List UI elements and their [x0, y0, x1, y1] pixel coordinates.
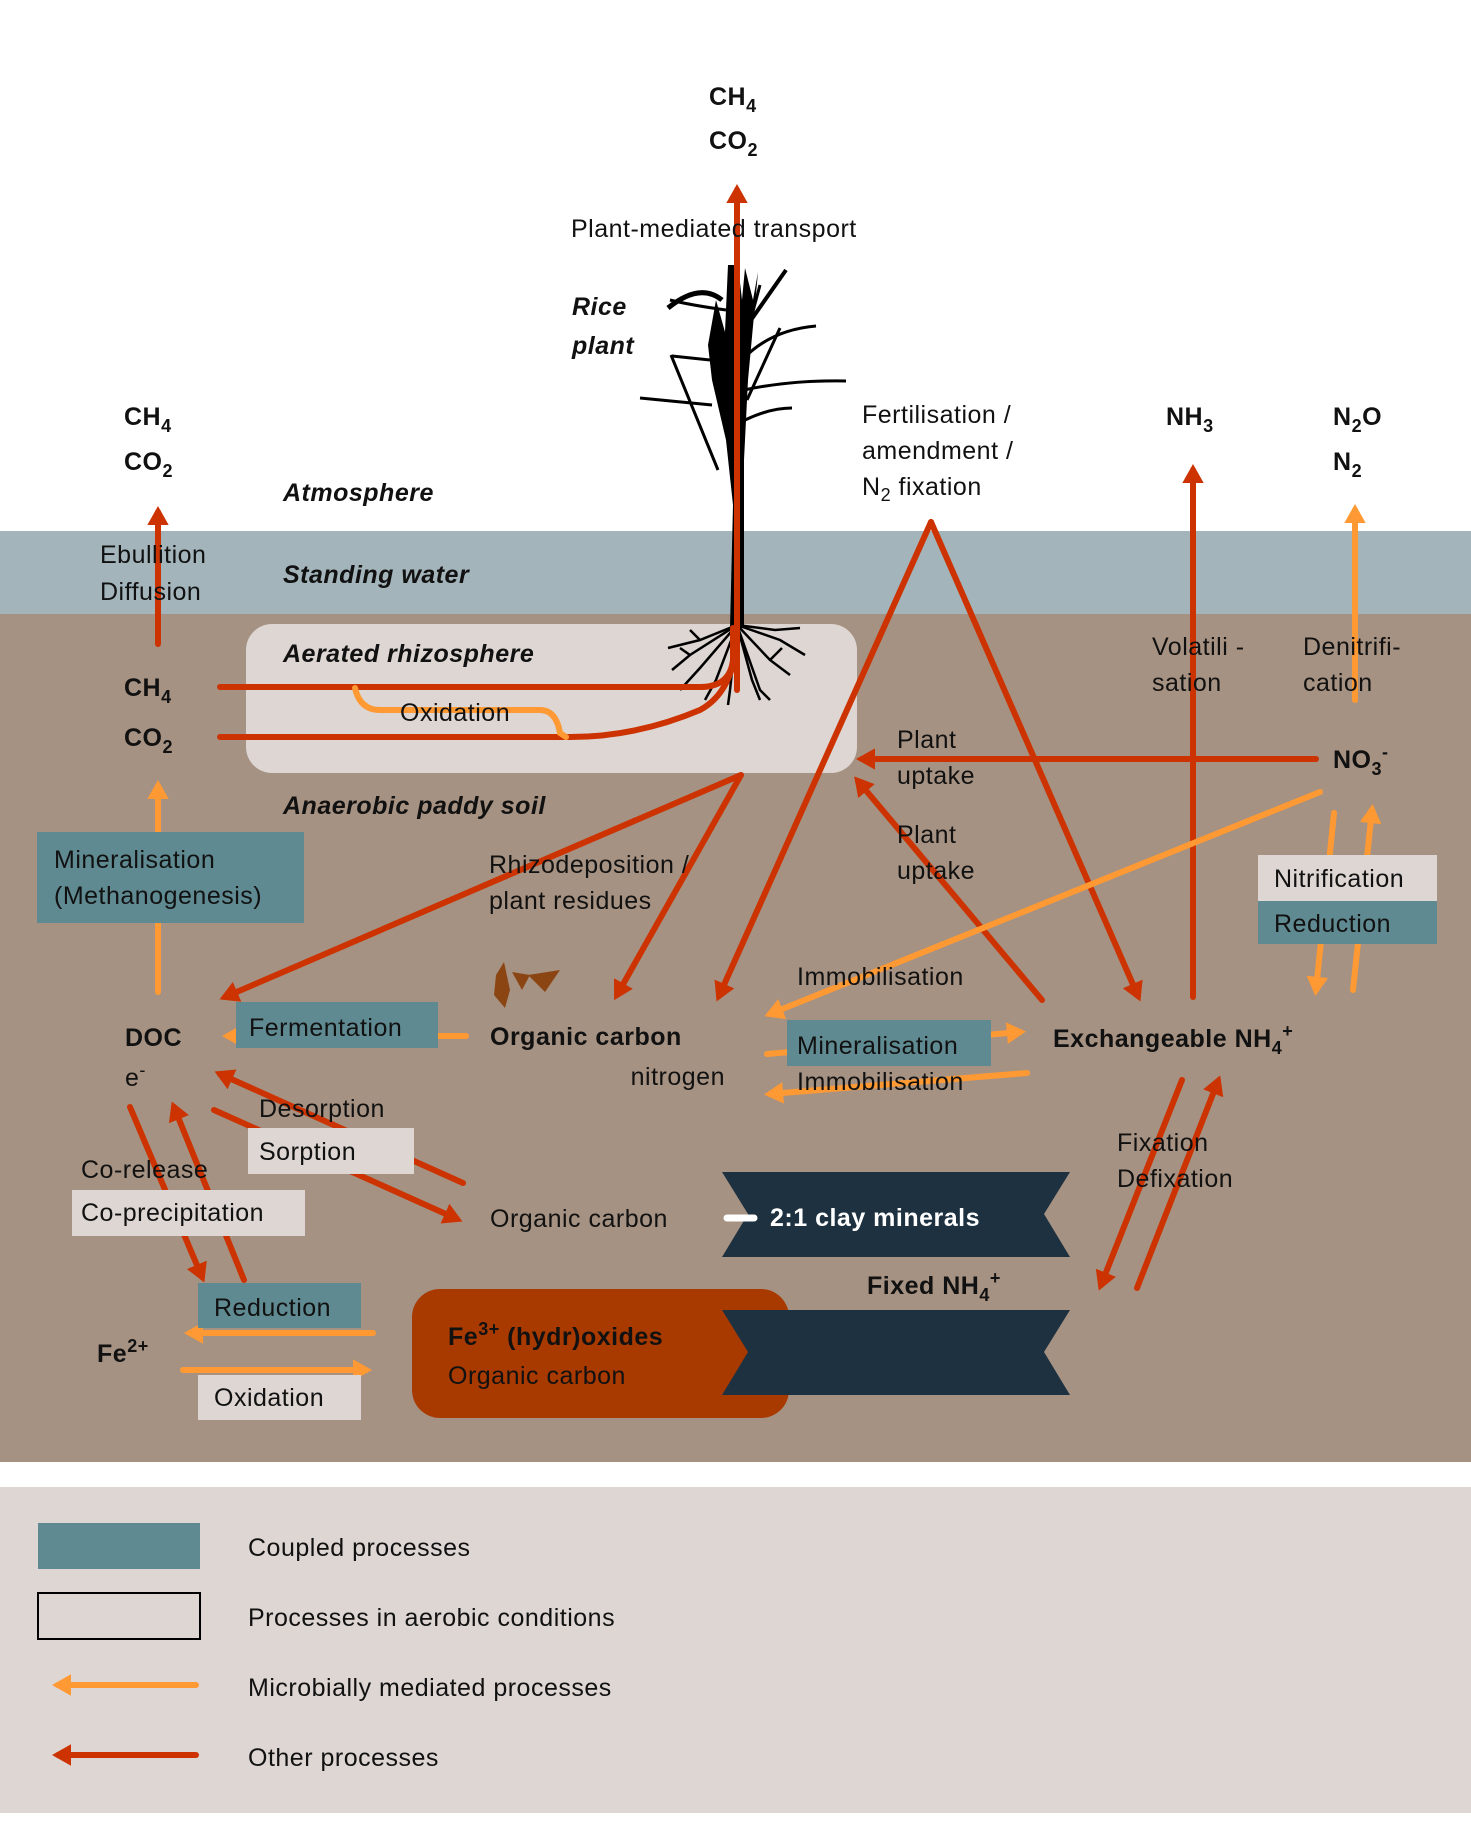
box-fermentation	[236, 1002, 438, 1048]
pool-electron: e-	[125, 1060, 146, 1092]
arrow-fixation	[1095, 1077, 1185, 1291]
label-rhizosphere-oxidation: Oxidation	[400, 699, 510, 727]
label-plant-mediated-transport: Plant-mediated transport	[571, 215, 857, 243]
label-ebullition: Ebullition	[100, 541, 206, 569]
pool-no3: NO3-	[1333, 742, 1389, 779]
arrow-rhizodeposition-to-doc	[219, 772, 744, 1002]
legend-swatch-coupled	[38, 1523, 200, 1569]
clay-mineral-ribbon-top	[722, 1172, 1070, 1257]
arrow-co2-to-plant	[217, 625, 740, 740]
arrow-fertilisation-to-organic-carbon	[714, 519, 934, 1002]
label-fermentation: Fermentation	[249, 1014, 402, 1042]
label-fixation: Fixation	[1117, 1129, 1209, 1157]
label-plant: plant	[571, 332, 635, 360]
label-plant-uptake-1a: Plant	[897, 726, 956, 754]
label-fe-reduction: Reduction	[214, 1294, 331, 1322]
gas-n2o: N2O	[1333, 403, 1382, 436]
label-defixation: Defixation	[1117, 1165, 1233, 1193]
pool-organic-carbon: Organic carbon	[490, 1023, 682, 1051]
arrow-defixation	[1134, 1075, 1224, 1291]
label-co-precipitation: Co-precipitation	[81, 1199, 264, 1227]
label-denitrification-1: Denitrifi-	[1303, 633, 1401, 661]
label-plant-uptake-1b: uptake	[897, 762, 975, 790]
gas-nh3: NH3	[1166, 403, 1214, 436]
box-no3-reduction	[1258, 901, 1437, 944]
rice-roots-icon	[667, 623, 806, 706]
label-rhizodeposition-2: plant residues	[489, 887, 652, 915]
pool-sorbed-organic-carbon: Organic carbon	[490, 1205, 668, 1233]
pool-fe3-oxides: Fe3+ (hydr)oxides	[448, 1319, 663, 1351]
label-co-release: Co-release	[81, 1156, 208, 1184]
label-mineralisation-methanogenesis-2: (Methanogenesis)	[54, 882, 262, 910]
gas-co2-left: CO2	[124, 448, 173, 481]
label-denitrification-2: cation	[1303, 669, 1373, 697]
label-no3-reduction: Reduction	[1274, 910, 1391, 938]
legend-swatch-aerobic	[37, 1592, 201, 1640]
gas-co2-top: CO2	[709, 127, 758, 160]
label-fertilisation-3: N2 fixation	[862, 473, 982, 505]
label-immobilisation-bottom: Immobilisation	[797, 1068, 964, 1096]
plant-residue-icon	[494, 962, 560, 1008]
label-volatilisation-1: Volatili -	[1152, 633, 1245, 661]
label-aerated-rhizosphere: Aerated rhizosphere	[282, 640, 534, 668]
gas-n2: N2	[1333, 448, 1362, 481]
label-sorption: Sorption	[259, 1138, 356, 1166]
box-sorption	[248, 1128, 414, 1174]
pool-doc: DOC	[125, 1024, 182, 1052]
label-volatilisation-2: sation	[1152, 669, 1222, 697]
box-nitrification	[1258, 855, 1437, 901]
arrow-rhizosphere-oxidation	[352, 685, 569, 740]
label-fertilisation-1: Fertilisation /	[862, 401, 1011, 429]
label-plant-uptake-2b: uptake	[897, 857, 975, 885]
gas-ch4-left: CH4	[124, 403, 172, 436]
pool-exchangeable-nh4: Exchangeable NH4+	[1053, 1021, 1293, 1058]
label-desorption: Desorption	[259, 1095, 385, 1123]
legend-label-coupled: Coupled processes	[248, 1534, 471, 1562]
legend-label-other: Other processes	[248, 1744, 439, 1772]
box-fe-reduction	[198, 1283, 361, 1328]
arrow-plant-uptake-nh4	[854, 776, 1045, 1003]
soil-ch4: CH4	[124, 674, 172, 707]
label-nitrification: Nitrification	[1274, 865, 1404, 893]
box-fe-oxidation	[198, 1375, 361, 1420]
label-plant-uptake-2a: Plant	[897, 821, 956, 849]
pool-fe3-organic-carbon: Organic carbon	[448, 1362, 626, 1390]
pool-nitrogen: nitrogen	[631, 1063, 725, 1091]
label-atmosphere: Atmosphere	[282, 479, 434, 507]
arrow-rhizodeposition-to-organic-carbon	[614, 772, 744, 1001]
pool-fixed-nh4: Fixed NH4+	[867, 1268, 1001, 1305]
legend: Coupled processes Processes in aerobic c…	[37, 1523, 615, 1772]
label-standing-water: Standing water	[283, 561, 470, 589]
label-rice: Rice	[572, 293, 627, 321]
fe-oxides-box	[412, 1289, 789, 1418]
label-diffusion: Diffusion	[100, 578, 201, 606]
arrow-immobilisation-no3	[764, 789, 1323, 1020]
gas-ch4-top: CH4	[709, 83, 757, 116]
box-mineralisation	[787, 1020, 991, 1066]
label-clay-minerals: 2:1 clay minerals	[770, 1204, 980, 1232]
label-fe-oxidation: Oxidation	[214, 1384, 324, 1412]
soil-co2: CO2	[124, 724, 173, 757]
rice-plant-icon	[639, 265, 847, 628]
arrow-immobilisation-nh4	[764, 1070, 1030, 1104]
label-mineralisation: Mineralisation	[797, 1032, 958, 1060]
box-mineralisation-methanogenesis	[37, 832, 304, 923]
box-co-precipitation	[72, 1190, 305, 1236]
pool-fe2: Fe2+	[97, 1336, 149, 1368]
label-mineralisation-methanogenesis-1: Mineralisation	[54, 846, 215, 874]
label-immobilisation-top: Immobilisation	[797, 963, 964, 991]
legend-panel	[0, 1487, 1471, 1813]
clay-mineral-ribbon-bottom	[722, 1310, 1070, 1395]
label-rhizodeposition-1: Rhizodeposition /	[489, 851, 689, 879]
label-fertilisation-2: amendment /	[862, 437, 1013, 465]
label-anaerobic-soil: Anaerobic paddy soil	[282, 792, 546, 820]
legend-label-aerobic: Processes in aerobic conditions	[248, 1604, 615, 1632]
legend-label-microbial: Microbially mediated processes	[248, 1674, 612, 1702]
